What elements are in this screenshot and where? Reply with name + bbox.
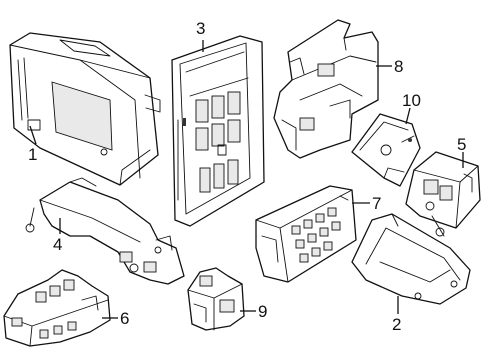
leader-10 bbox=[405, 107, 411, 125]
part-1-control-module bbox=[9, 32, 161, 186]
part-6-connector-block bbox=[3, 269, 111, 347]
callout-6: 6 bbox=[120, 309, 129, 328]
part-2-mounting-tray bbox=[351, 213, 471, 305]
callout-5: 5 bbox=[457, 135, 466, 154]
callout-4: 4 bbox=[53, 235, 62, 254]
callout-3: 3 bbox=[196, 19, 205, 38]
part-7-junction-box bbox=[255, 185, 357, 283]
callout-10: 10 bbox=[402, 91, 421, 110]
part-4-wiring-bracket bbox=[25, 177, 185, 285]
callout-labels: 1 3 8 10 5 7 4 2 6 9 bbox=[28, 19, 466, 334]
part-5-relay-block bbox=[405, 151, 481, 237]
callout-9: 9 bbox=[258, 302, 267, 321]
callout-2: 2 bbox=[392, 315, 401, 334]
part-10-bracket-plate bbox=[351, 113, 421, 187]
part-8-relay-bracket bbox=[273, 19, 379, 159]
part-3-fuse-panel bbox=[171, 35, 265, 227]
leader-lines bbox=[29, 40, 464, 319]
callout-7: 7 bbox=[372, 194, 381, 213]
callout-8: 8 bbox=[394, 57, 403, 76]
part-9-small-module bbox=[187, 267, 245, 331]
callout-1: 1 bbox=[28, 145, 37, 164]
leader-1 bbox=[29, 125, 37, 145]
